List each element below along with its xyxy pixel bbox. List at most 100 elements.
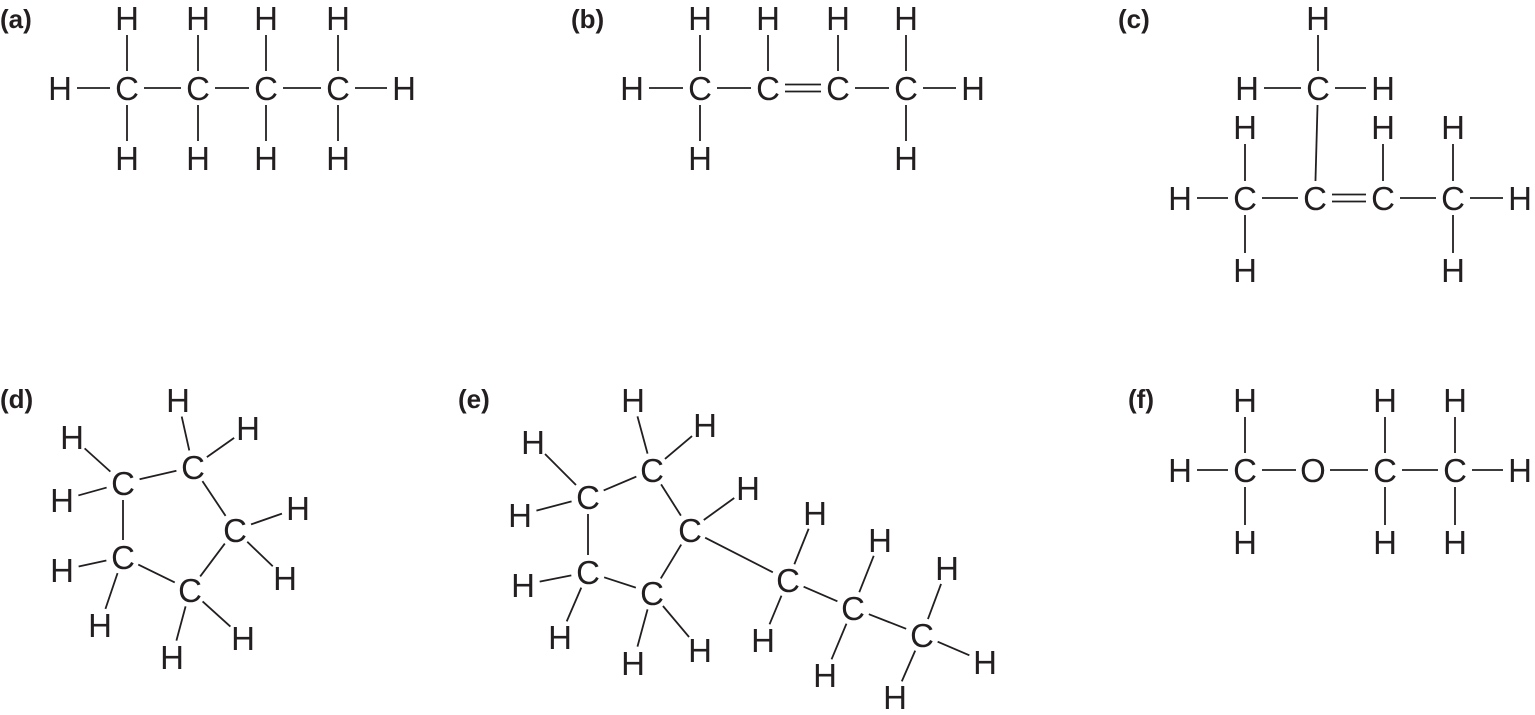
atom-h: H (813, 657, 837, 694)
atom-h: H (326, 0, 350, 37)
panel-label: (f) (1128, 384, 1154, 414)
atom-h: H (620, 70, 644, 107)
panel-label: (d) (0, 384, 33, 414)
atom-h: H (160, 639, 184, 676)
atom-c: C (576, 479, 600, 516)
atom-c: C (841, 590, 865, 627)
atom-h: H (521, 424, 545, 461)
single-bond (660, 544, 682, 579)
single-bond (137, 563, 176, 584)
atom-h: H (935, 550, 959, 587)
atom-h: H (1441, 252, 1465, 289)
single-bond (78, 486, 107, 497)
atom-h: H (1168, 452, 1192, 489)
atom-h: H (286, 490, 310, 527)
single-bond (539, 574, 572, 583)
single-bond (180, 416, 191, 451)
atom-h: H (1508, 180, 1532, 217)
atom-c: C (1233, 180, 1257, 217)
single-bond (565, 587, 583, 622)
atom-c: C (178, 572, 202, 609)
single-bond (201, 480, 227, 517)
atom-h: H (254, 140, 278, 177)
atom-h: H (894, 140, 918, 177)
atom-h: H (254, 0, 278, 37)
atom-c: C (115, 70, 139, 107)
atom-c: C (186, 70, 210, 107)
single-bond (544, 453, 577, 486)
single-bond (868, 613, 907, 630)
atom-c: C (1306, 70, 1330, 107)
atom-h: H (736, 470, 760, 507)
single-bond (662, 605, 690, 638)
atom-h: H (1373, 382, 1397, 419)
single-bond (793, 528, 810, 565)
atom-c: C (910, 617, 934, 654)
single-bond (139, 469, 177, 481)
atom-h: H (1233, 382, 1257, 419)
atom-c: C (640, 452, 664, 489)
atom-h: H (60, 419, 84, 456)
atom-h: H (166, 382, 190, 419)
atom-h: H (273, 560, 297, 597)
atom-c: C (756, 70, 780, 107)
single-bond (250, 512, 283, 526)
atom-h: H (1168, 180, 1192, 217)
atom-h: H (392, 70, 416, 107)
atom-h: H (115, 0, 139, 37)
single-bond (636, 416, 649, 454)
atom-h: H (894, 0, 918, 37)
single-bond (84, 447, 111, 473)
atom-h: H (48, 70, 72, 107)
atom-h: H (688, 140, 712, 177)
atom-h: H (511, 567, 535, 604)
atom-c: C (1443, 452, 1467, 489)
atom-o: O (1300, 452, 1326, 489)
atom-c: C (254, 70, 278, 107)
atom-h: H (1233, 524, 1257, 561)
atom-h: H (621, 645, 645, 682)
atom-h: H (1235, 70, 1259, 107)
atom-c: C (223, 512, 247, 549)
atom-h: H (621, 382, 645, 419)
atom-h: H (1371, 109, 1395, 146)
single-bond (201, 600, 232, 628)
atom-h: H (1443, 524, 1467, 561)
atom-h: H (883, 679, 907, 715)
atom-c: C (1233, 452, 1257, 489)
atom-c: C (688, 70, 712, 107)
single-bond (704, 536, 774, 574)
atom-c: C (894, 70, 918, 107)
atom-h: H (688, 632, 712, 669)
single-bond (206, 437, 235, 458)
atom-h: H (693, 407, 717, 444)
atom-h: H (236, 410, 260, 447)
atom-h: H (1233, 252, 1257, 289)
atom-c: C (776, 562, 800, 599)
atom-h: H (1371, 70, 1395, 107)
single-bond (104, 572, 119, 610)
atom-h: H (961, 70, 985, 107)
single-bond (937, 640, 970, 657)
atom-h: H (88, 607, 112, 644)
single-bond (1314, 104, 1319, 182)
atom-c: C (678, 512, 702, 549)
single-bond (536, 500, 572, 512)
atom-h: H (973, 644, 997, 681)
single-bond (900, 650, 917, 682)
atom-c: C (111, 465, 135, 502)
single-bond (830, 623, 848, 660)
single-bond (246, 541, 274, 567)
atom-c: C (640, 575, 664, 612)
atom-h: H (326, 140, 350, 177)
atom-h: H (1508, 452, 1532, 489)
atom-c: C (326, 70, 350, 107)
single-bond (660, 483, 682, 517)
panel-label: (a) (0, 4, 32, 34)
